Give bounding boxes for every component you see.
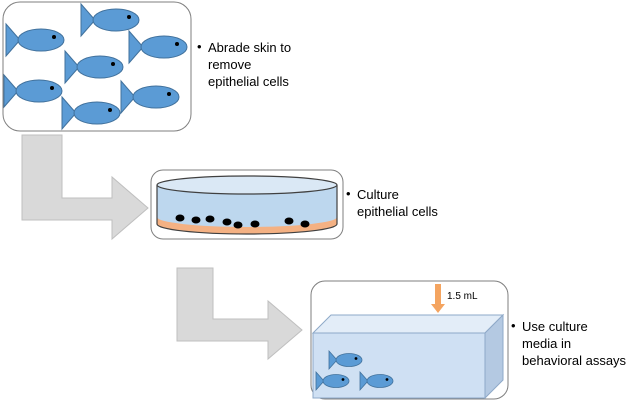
step-3-bullet: • <box>511 318 516 333</box>
epithelial-cells <box>175 214 310 229</box>
cell-dot-icon <box>222 218 232 226</box>
step-2-line-2: epithelial cells <box>357 204 438 219</box>
cell-dot-icon <box>250 220 260 228</box>
cell-dot-icon <box>175 214 185 222</box>
cell-dot-icon <box>284 217 294 225</box>
volume-label: 1.5 mL <box>447 291 478 302</box>
step-3-label: • Use culture media in behavioral assays <box>511 318 627 368</box>
flow-arrow-icon <box>176 267 303 361</box>
cell-dot-icon <box>191 216 201 224</box>
step-3-line-2: media in <box>522 336 571 351</box>
step-2-line-1: Culture <box>357 187 399 202</box>
step-1-label: • Abrade skin to remove epithelial cells <box>197 39 291 89</box>
step-2-bullet: • <box>346 186 351 201</box>
cell-dot-icon <box>233 221 243 229</box>
down-arrow-icon <box>431 284 445 313</box>
cell-dot-icon <box>205 215 215 223</box>
step-1-line-3: epithelial cells <box>208 74 289 89</box>
step-2-label: • Culture epithelial cells <box>346 186 438 219</box>
step-1-bullet: • <box>197 39 202 54</box>
culture-medium <box>157 217 337 234</box>
flow-arrow-icon <box>21 134 149 241</box>
step-3-line-3: behavioral assays <box>522 353 627 368</box>
step-1-line-2: remove <box>208 57 251 72</box>
step-1-line-1: Abrade skin to <box>208 40 291 55</box>
petri-dish-icon <box>156 175 338 235</box>
step-3-line-1: Use culture <box>522 319 588 334</box>
cell-dot-icon <box>300 220 310 228</box>
